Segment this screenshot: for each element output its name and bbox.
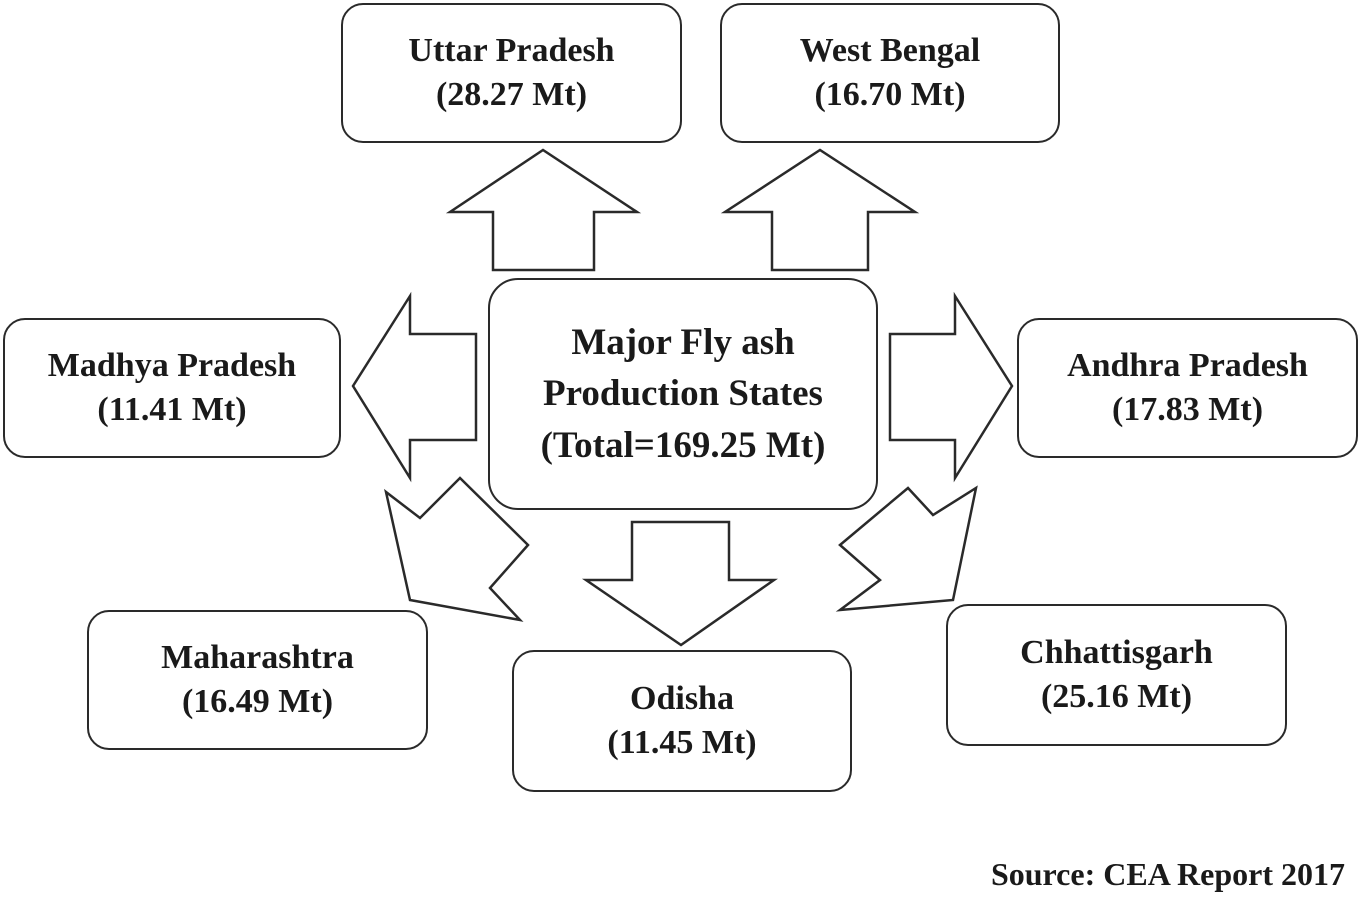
state-value: (11.45 Mt) xyxy=(607,724,757,761)
node-maharashtra: Maharashtra (16.49 Mt) xyxy=(87,610,428,750)
state-name: Maharashtra xyxy=(161,638,354,676)
state-value: (11.41 Mt) xyxy=(97,391,247,428)
state-name: Andhra Pradesh xyxy=(1067,346,1308,384)
state-name: Uttar Pradesh xyxy=(408,31,615,69)
center-title-line1: Major Fly ash xyxy=(571,322,795,364)
node-chhattisgarh: Chhattisgarh (25.16 Mt) xyxy=(946,604,1287,746)
arrow-to-andhra-pradesh xyxy=(888,291,1014,483)
arrow-to-madhya-pradesh xyxy=(351,291,478,483)
state-value: (17.83 Mt) xyxy=(1111,391,1264,428)
node-madhya-pradesh: Madhya Pradesh (11.41 Mt) xyxy=(3,318,341,458)
state-value: (25.16 Mt) xyxy=(1040,678,1193,715)
center-title-line2: Production States xyxy=(543,373,823,415)
node-west-bengal: West Bengal (16.70 Mt) xyxy=(720,3,1060,143)
state-name: Odisha xyxy=(630,679,734,717)
arrow-to-uttar-pradesh xyxy=(445,148,642,272)
arrow-to-maharashtra xyxy=(384,476,530,622)
state-value: (16.70 Mt) xyxy=(814,76,966,113)
node-uttar-pradesh: Uttar Pradesh (28.27 Mt) xyxy=(341,3,682,143)
state-value: (28.27 Mt) xyxy=(435,76,588,113)
arrow-to-odisha xyxy=(581,520,778,647)
node-andhra-pradesh: Andhra Pradesh (17.83 Mt) xyxy=(1017,318,1358,458)
center-node: Major Fly ash Production States (Total=1… xyxy=(488,278,878,510)
state-name: Madhya Pradesh xyxy=(47,346,297,384)
arrow-to-chhattisgarh xyxy=(835,485,978,612)
source-citation: Source: CEA Report 2017 xyxy=(990,856,1345,892)
arrow-to-west-bengal xyxy=(720,148,920,272)
center-total: (Total=169.25 Mt) xyxy=(540,424,826,466)
state-value: (16.49 Mt) xyxy=(181,683,334,720)
node-odisha: Odisha (11.45 Mt) xyxy=(512,650,852,792)
state-name: West Bengal xyxy=(799,31,981,69)
state-name: Chhattisgarh xyxy=(1020,633,1213,671)
